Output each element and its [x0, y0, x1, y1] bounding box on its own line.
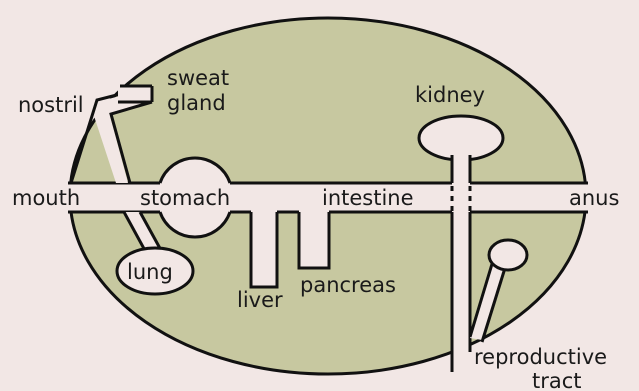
- liver-pouch: [251, 212, 277, 287]
- tract-label: tract: [532, 369, 582, 391]
- kidney-duct: [452, 212, 470, 372]
- stomach-label: stomach: [140, 186, 230, 210]
- pancreas-label: pancreas: [300, 273, 396, 297]
- kidney-label: kidney: [415, 83, 485, 107]
- anus-label: anus: [569, 186, 619, 210]
- mouth-label: mouth: [12, 186, 80, 210]
- pancreas-pouch: [299, 212, 329, 268]
- intestine-label: intestine: [322, 186, 414, 210]
- gland-label: gland: [167, 91, 226, 115]
- liver-label: liver: [237, 288, 283, 312]
- sweat-gland-duct: [118, 86, 152, 102]
- lung-label: lung: [127, 260, 173, 284]
- nostril-label: nostril: [18, 93, 84, 117]
- sweat-label: sweat: [167, 66, 229, 90]
- reproductive-label: reproductive: [474, 345, 607, 369]
